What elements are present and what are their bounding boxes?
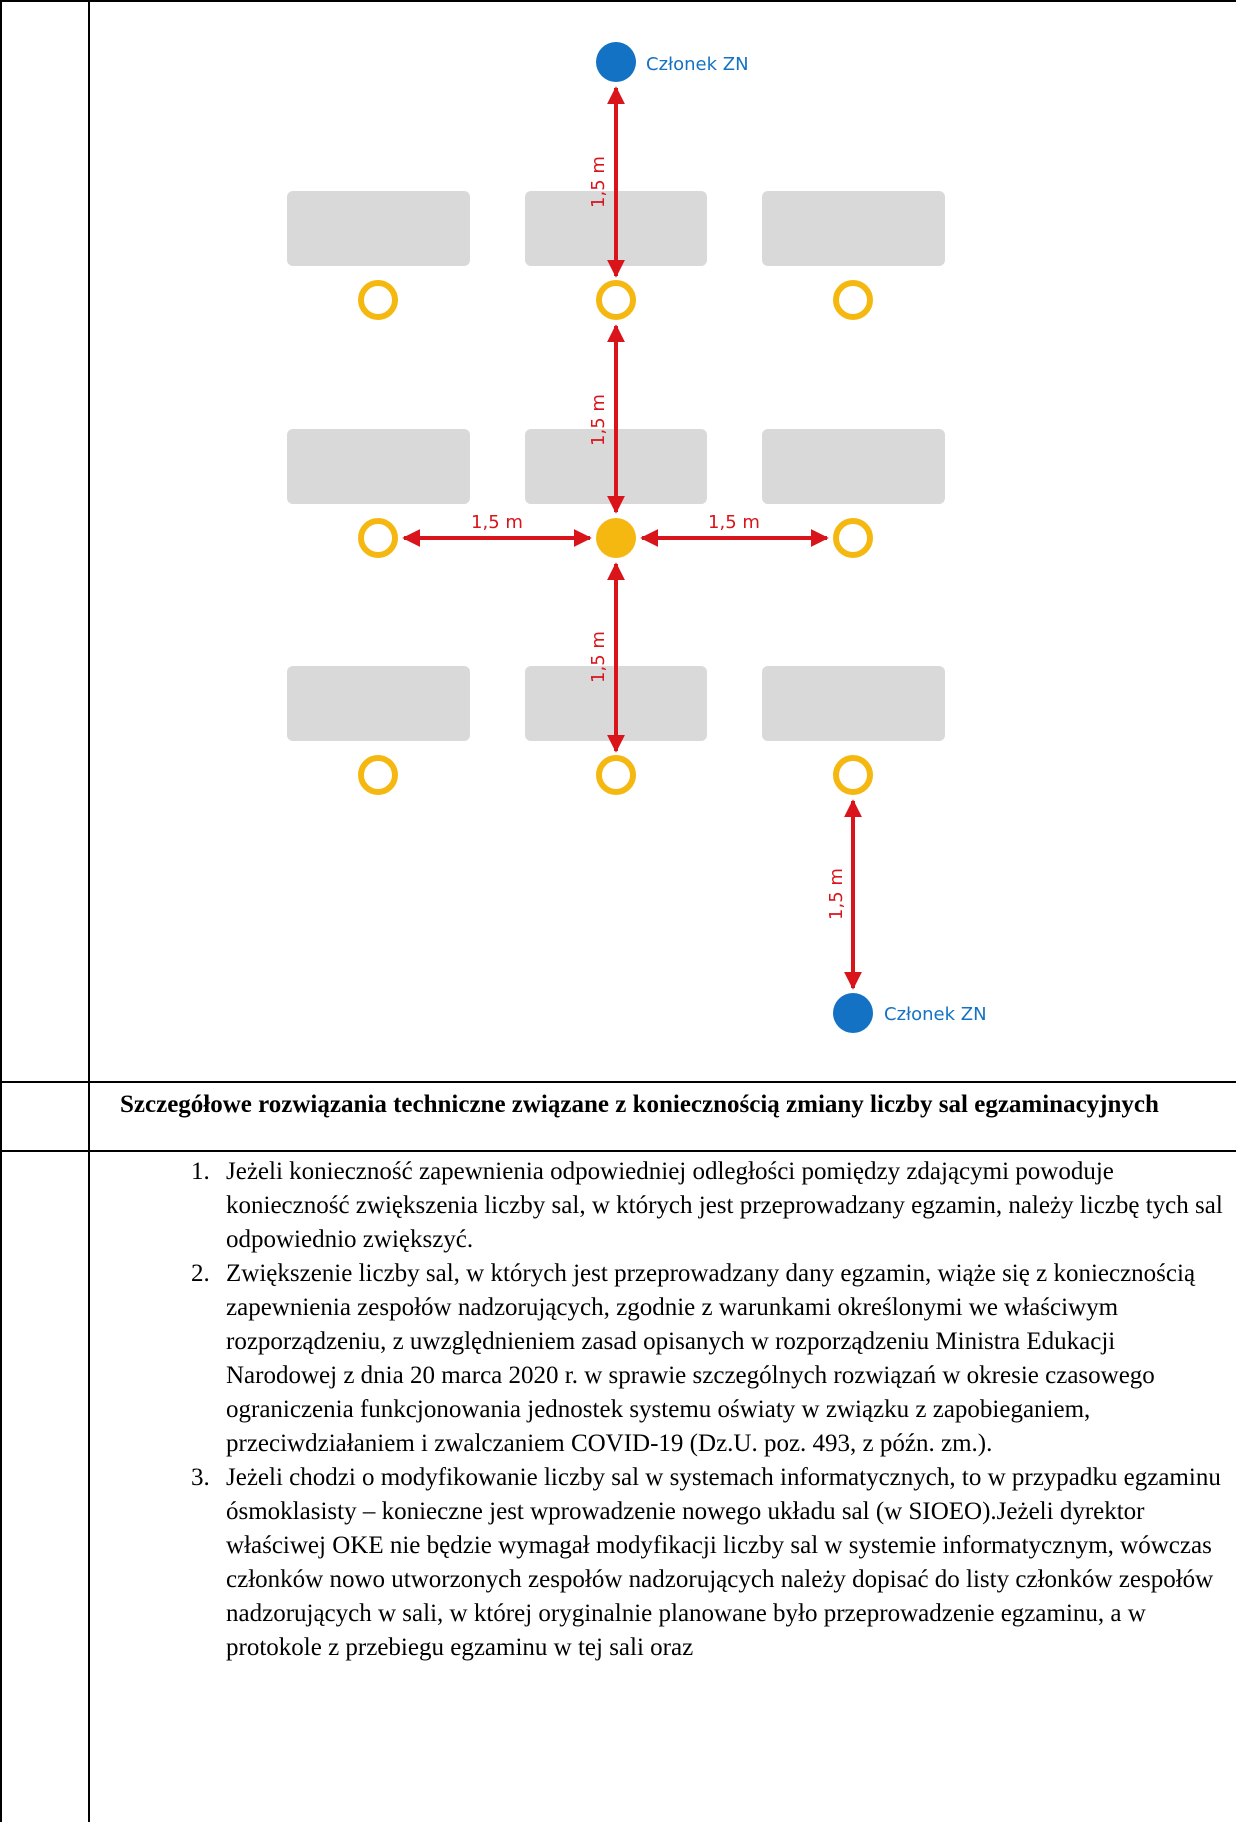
distance-labels: 1,5 m 1,5 m 1,5 m 1,5 m 1,5 m 1,5 m — [471, 156, 847, 920]
student-seat — [358, 280, 398, 320]
distance-label: 1,5 m — [588, 394, 609, 446]
seating-diagram: Członek ZN Członek ZN 1,5 m 1,5 m 1,5 m … — [287, 42, 987, 1033]
desk — [762, 191, 945, 266]
list-item: Zwiększenie liczby sal, w których jest p… — [216, 1257, 1228, 1461]
desk — [762, 429, 945, 504]
student-seat — [833, 755, 873, 795]
student-seat — [358, 518, 398, 558]
member-label-top: Członek ZN — [646, 54, 749, 75]
table-row-divider — [0, 1150, 1236, 1152]
desk — [287, 191, 470, 266]
numbered-list: Jeżeli konieczność zapewnienia odpowiedn… — [120, 1155, 1228, 1665]
table-top-border — [0, 0, 1236, 2]
member-dot-top — [596, 42, 636, 82]
central-student-seat — [596, 518, 636, 558]
desk — [287, 429, 470, 504]
distance-label: 1,5 m — [471, 512, 523, 533]
distance-label: 1,5 m — [708, 512, 760, 533]
distance-label: 1,5 m — [588, 156, 609, 208]
student-seat — [833, 280, 873, 320]
table-left-border — [0, 0, 2, 1822]
member-dot-bottom — [833, 993, 873, 1033]
student-seat — [833, 518, 873, 558]
distance-arrows — [402, 86, 862, 990]
table-column-divider — [88, 0, 90, 1822]
distance-label: 1,5 m — [826, 868, 847, 920]
student-seats — [358, 280, 873, 795]
table-row-divider — [0, 1081, 1236, 1083]
section-heading: Szczegółowe rozwiązania techniczne związ… — [120, 1091, 1159, 1118]
list-item: Jeżeli chodzi o modyfikowanie liczby sal… — [216, 1461, 1228, 1665]
student-seat — [358, 755, 398, 795]
desk — [762, 666, 945, 741]
distance-label: 1,5 m — [588, 631, 609, 683]
student-seat — [596, 280, 636, 320]
member-label-bottom: Członek ZN — [884, 1004, 987, 1025]
student-seat — [596, 755, 636, 795]
list-item: Jeżeli konieczność zapewnienia odpowiedn… — [216, 1155, 1228, 1257]
desk — [287, 666, 470, 741]
